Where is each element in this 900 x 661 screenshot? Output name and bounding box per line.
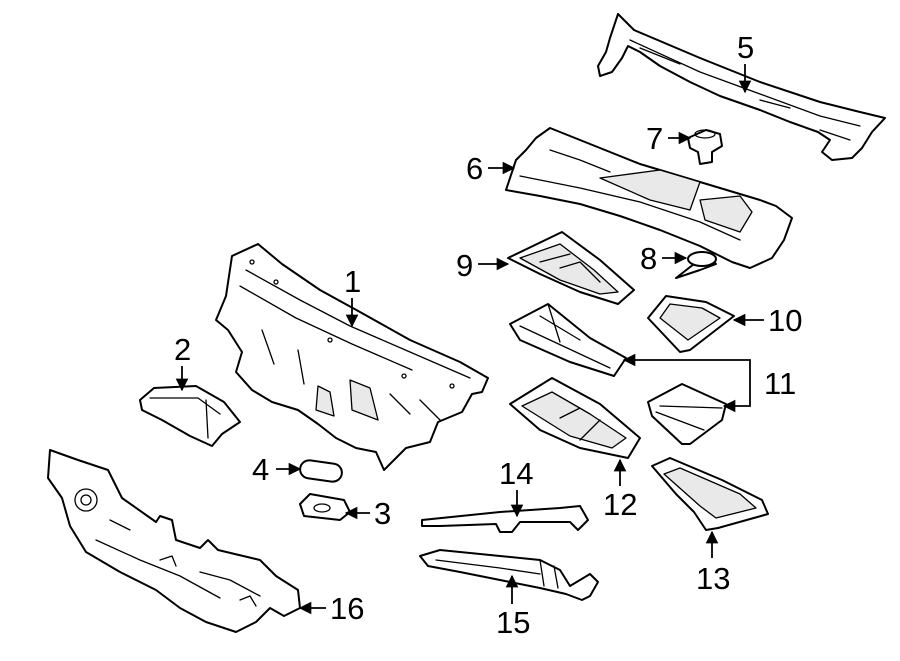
- callout-1: 1: [344, 264, 361, 299]
- part-3-seal: [299, 493, 351, 521]
- callout-16: 16: [330, 591, 364, 626]
- part-2-bracket: [139, 385, 241, 447]
- part-7-plug: [687, 129, 723, 165]
- callout-11: 11: [764, 366, 796, 401]
- part-12-filter-frame: [509, 377, 641, 459]
- callout-labels: 1 2 3 4 5 6 7 8 9 10 11 12 13 14 15 16: [174, 30, 802, 640]
- part-4-grommet: [299, 459, 343, 483]
- part-6-cowl-lower-panel: [505, 127, 793, 269]
- part-11-filter-lower: [647, 383, 727, 445]
- part-13-duct: [651, 457, 769, 531]
- callout-7: 7: [646, 121, 663, 156]
- callout-6: 6: [466, 151, 483, 186]
- part-16-insulator: [47, 449, 301, 633]
- callout-12: 12: [603, 487, 637, 522]
- part-15-support: [419, 549, 599, 601]
- callout-3: 3: [374, 496, 391, 531]
- callout-5: 5: [737, 30, 754, 65]
- part-9-housing: [507, 231, 635, 305]
- callout-15: 15: [496, 605, 530, 640]
- callout-9: 9: [456, 248, 473, 283]
- leader-11: [622, 353, 751, 380]
- part-1-dash-panel: [215, 243, 489, 471]
- part-11-filter-upper: [509, 303, 627, 377]
- part-8-clip: [675, 251, 717, 279]
- leader-lines: [175, 64, 764, 615]
- callout-4: 4: [252, 452, 269, 487]
- part-14-strip: [421, 505, 589, 533]
- callout-13: 13: [696, 561, 730, 596]
- callout-14: 14: [499, 456, 533, 491]
- part-10-cover: [647, 295, 735, 353]
- callout-2: 2: [174, 332, 191, 367]
- callout-10: 10: [768, 303, 802, 338]
- callout-8: 8: [640, 241, 657, 276]
- leader-11b: [722, 380, 751, 413]
